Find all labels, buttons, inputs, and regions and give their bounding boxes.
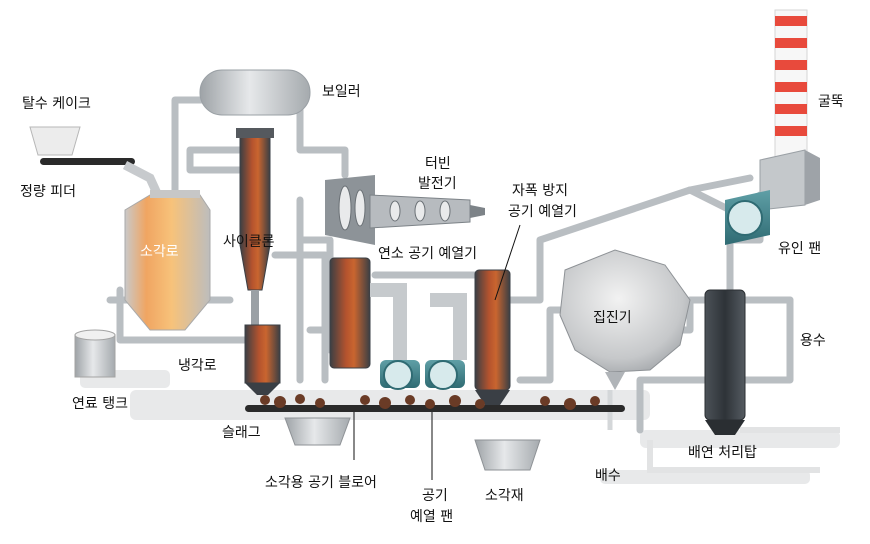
flue-gas-tower [704, 289, 746, 435]
label-induced-fan: 유인 팬 [778, 241, 821, 257]
label-fuel-tank: 연료 탱크 [72, 396, 128, 412]
label-incineration-air-blower: 소각용 공기 블로어 [265, 475, 377, 491]
air-preheat-fans [380, 360, 465, 390]
label-white-smoke-line1: 자폭 방지 [512, 183, 568, 199]
label-quantitative-feeder: 정량 피더 [20, 184, 76, 200]
label-air-preheat-fan-line2: 예열 팬 [410, 509, 453, 525]
induced-fan [725, 190, 770, 245]
label-drainage: 배수 [595, 468, 621, 484]
label-chimney: 굴뚝 [818, 94, 844, 110]
label-slag: 슬래그 [222, 425, 261, 441]
label-cyclone: 사이클론 [223, 234, 275, 250]
label-incinerator: 소각로 [140, 244, 179, 260]
leader-lines [353, 224, 521, 480]
white-smoke-air-preheater [430, 269, 511, 405]
label-incineration-ash: 소각재 [485, 488, 524, 504]
incinerator [124, 190, 211, 331]
label-turbine-line2: 발전기 [418, 176, 457, 192]
label-dehydrated-cake: 탈수 케이크 [22, 96, 91, 112]
fuel-tank [74, 329, 116, 378]
turbine-generator [325, 175, 485, 245]
cyclone [236, 128, 274, 325]
cooling-furnace [244, 324, 281, 395]
boiler [199, 69, 311, 116]
cake-hopper [29, 126, 81, 156]
combustion-air-preheater [329, 257, 407, 369]
label-cooling-furnace: 냉각로 [178, 358, 217, 374]
label-boiler: 보일러 [322, 84, 361, 100]
label-turbine-line1: 터빈 [425, 156, 451, 172]
chimney [759, 9, 820, 211]
pipe-ground-shadow [647, 427, 840, 473]
label-white-smoke-line2: 공기 예열기 [508, 204, 577, 220]
label-flue-gas-tower: 배연 처리탑 [688, 445, 757, 461]
label-dust-collector: 집진기 [593, 310, 632, 326]
ash-handling [245, 394, 625, 471]
label-combustion-air-preheater: 연소 공기 예열기 [378, 246, 477, 262]
label-water: 용수 [800, 333, 826, 349]
label-air-preheat-fan-line1: 공기 [422, 488, 448, 504]
